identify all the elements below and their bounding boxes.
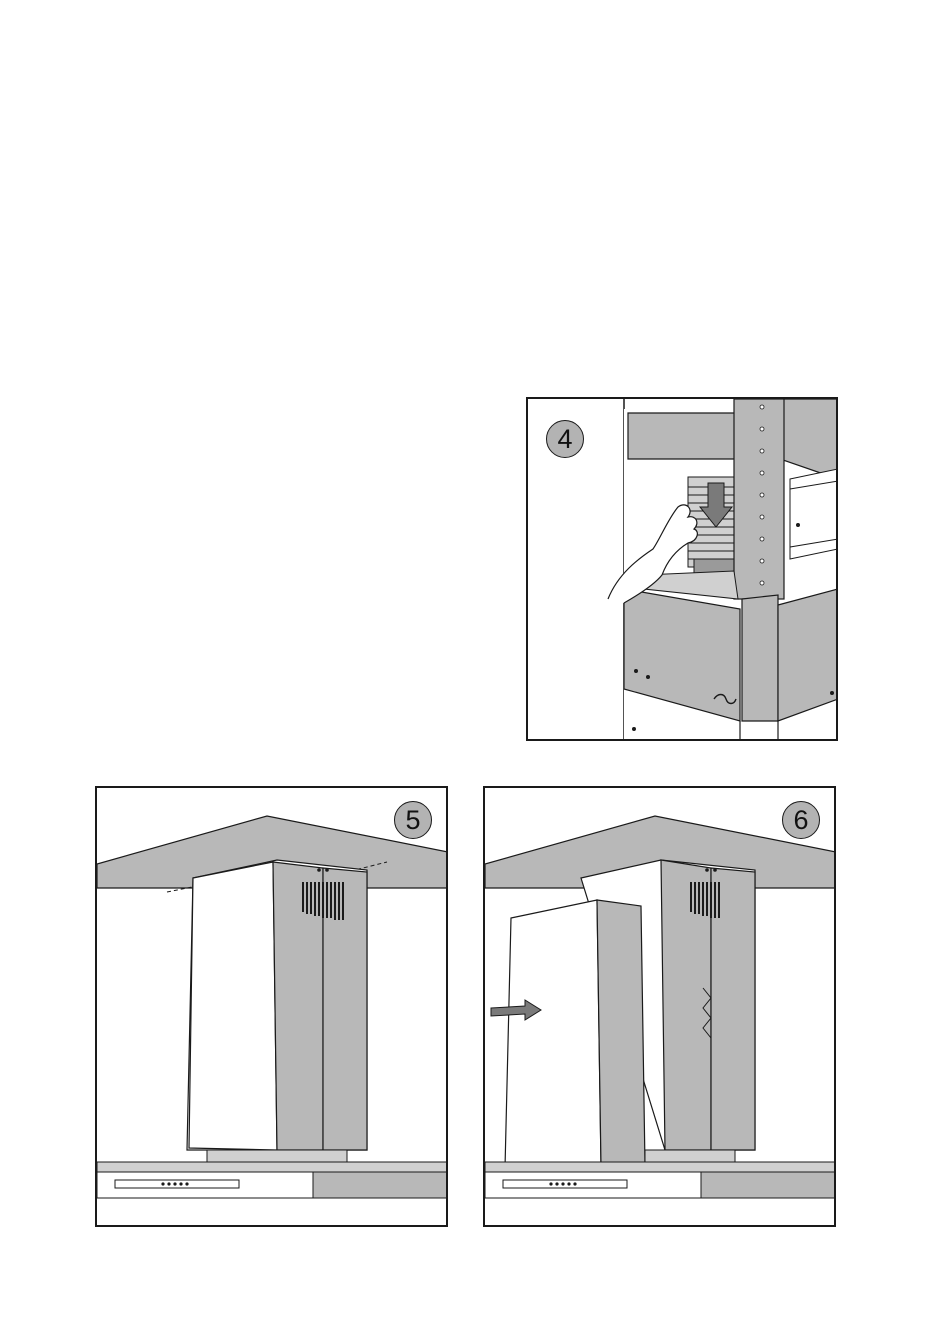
figure-5: 5 <box>95 786 448 1227</box>
figure-5-illustration <box>97 788 448 1227</box>
control-panel <box>503 1180 627 1188</box>
step-badge-6: 6 <box>782 801 820 839</box>
figure-4: 4 <box>526 397 838 741</box>
figure-6-illustration <box>485 788 836 1227</box>
control-panel <box>115 1180 239 1188</box>
step-badge-4: 4 <box>546 420 584 458</box>
figure-6: 6 <box>483 786 836 1227</box>
step-badge-5: 5 <box>394 801 432 839</box>
